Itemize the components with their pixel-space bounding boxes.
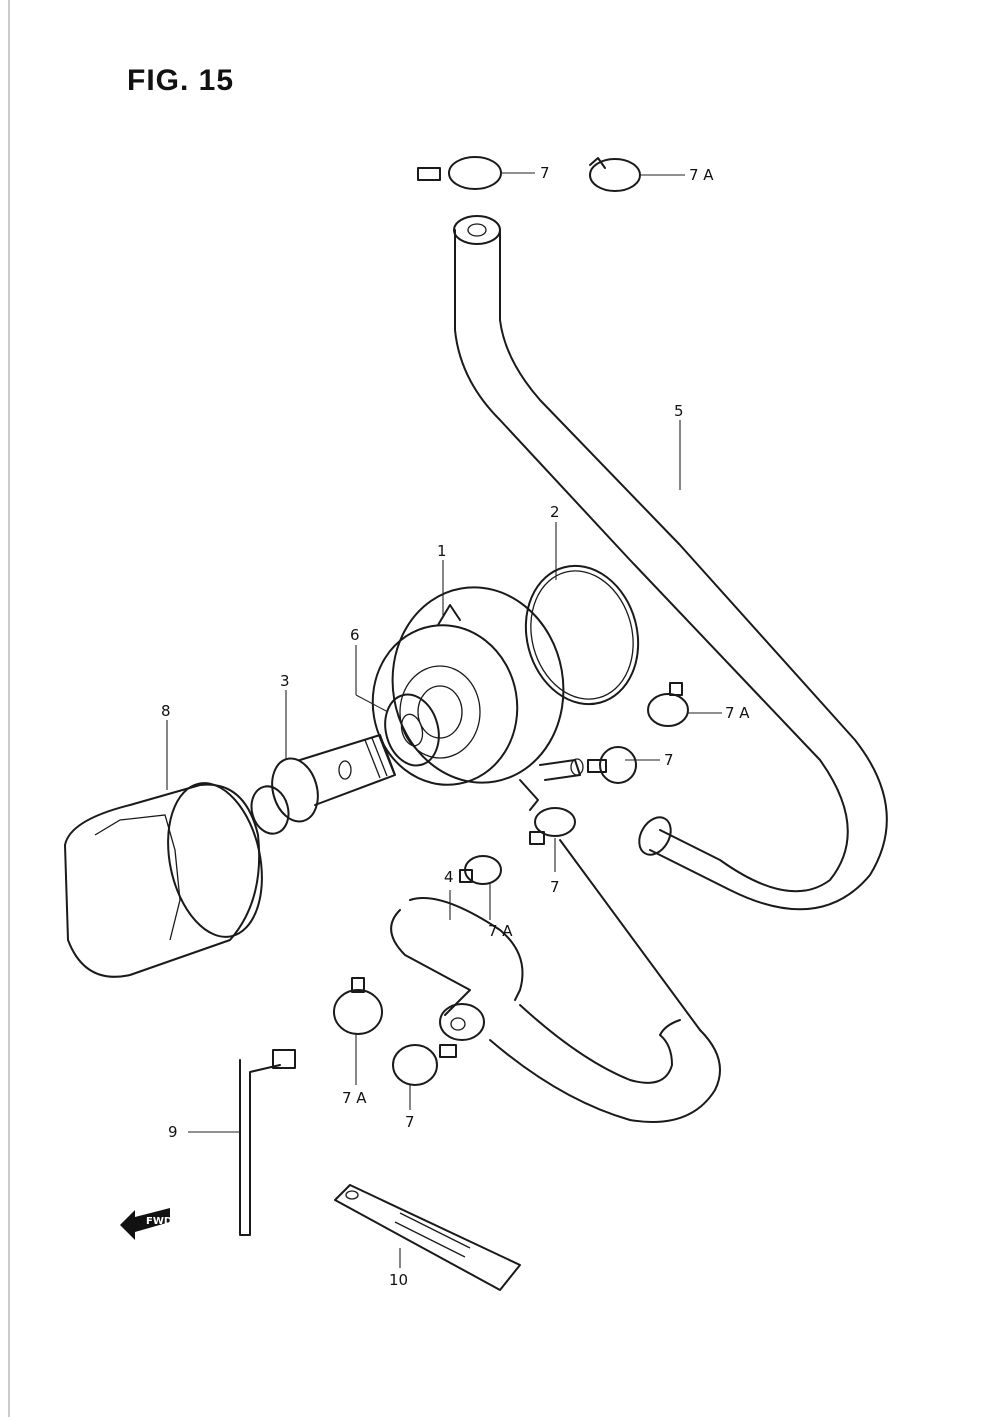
fwd-arrow-icon: FWD — [120, 1208, 172, 1240]
clamp-7A-lower — [459, 855, 502, 885]
washer-6 — [384, 693, 440, 767]
callout-7-bottom: 7 — [405, 1113, 415, 1131]
washer-6-hole — [400, 713, 424, 747]
hose-5 — [453, 215, 888, 911]
o-ring-2-inner — [530, 570, 634, 700]
callout-7-top: 7 — [540, 164, 550, 182]
callout-5: 5 — [674, 402, 684, 420]
callout-10: 10 — [389, 1271, 408, 1289]
callout-2: 2 — [550, 503, 560, 521]
bracket-10 — [334, 1184, 521, 1291]
callout-8: 8 — [161, 702, 171, 720]
hose-4 — [390, 839, 721, 1123]
callout-6: 6 — [350, 626, 360, 644]
figure-title: FIG. 15 — [127, 64, 235, 97]
callout-7-mid: 7 — [664, 751, 674, 769]
callout-7A-lower: 7 A — [488, 922, 513, 940]
clamp-7-bottom — [392, 1044, 457, 1086]
clamp-7A-top — [589, 157, 641, 192]
o-ring-2 — [524, 564, 640, 706]
callout-9: 9 — [168, 1123, 178, 1141]
clamp-7A-mid — [647, 682, 689, 727]
leader-lines — [166, 172, 722, 1268]
callout-1: 1 — [437, 542, 447, 560]
callout-7-lower: 7 — [550, 878, 560, 896]
clamp-7-mid — [587, 746, 637, 784]
clamp-7-lower — [529, 807, 576, 845]
callout-4: 4 — [444, 868, 454, 886]
callout-3: 3 — [280, 672, 290, 690]
union-bolt-3 — [250, 734, 396, 835]
clip-9 — [239, 1049, 296, 1236]
callout-7A-bottom: 7 A — [342, 1089, 367, 1107]
clamp-7A-bottom — [333, 977, 383, 1035]
clamp-7-top — [417, 156, 502, 190]
callout-7A-top: 7 A — [689, 166, 714, 184]
callout-7A-mid: 7 A — [725, 704, 750, 722]
fwd-label: FWD — [146, 1216, 172, 1227]
callout-labels: 1 2 3 4 5 6 7 7 A 7 A 7 7 7 A 7 A 7 8 9 … — [161, 164, 750, 1289]
oil-filter-8 — [64, 782, 263, 978]
